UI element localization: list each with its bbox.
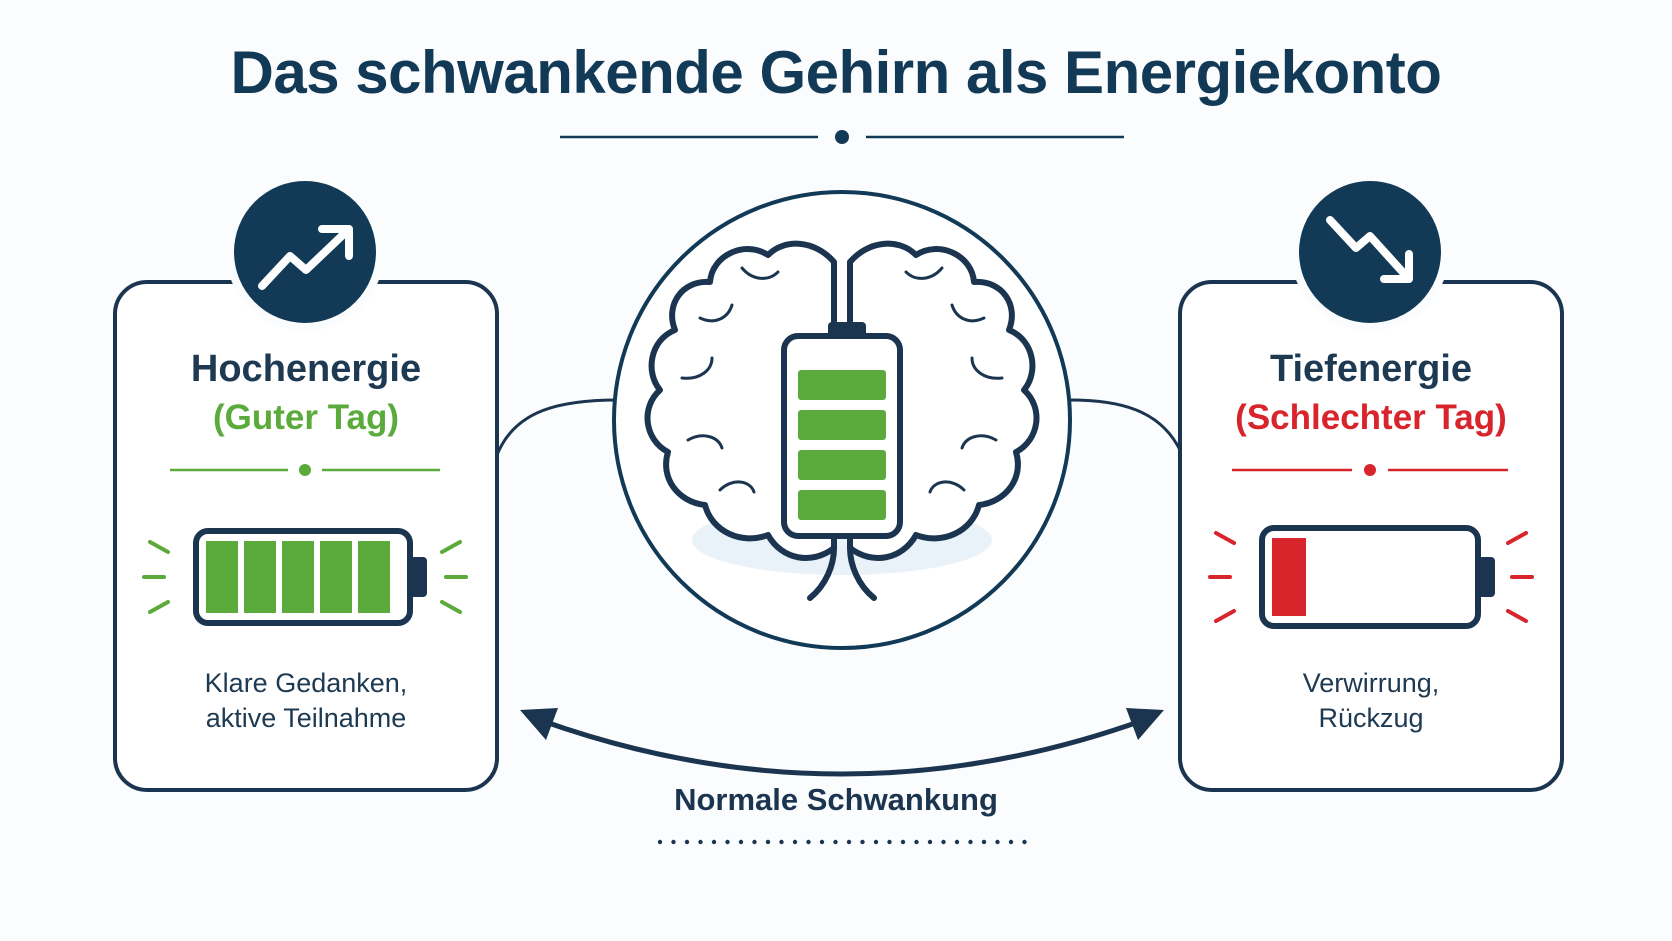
trend-up-icon [226, 173, 384, 331]
left-battery-cell [244, 541, 276, 613]
title-divider [560, 130, 1124, 144]
center-battery-cell [798, 490, 886, 520]
right-battery [1208, 525, 1534, 629]
underline-dot [657, 839, 663, 845]
right-battery-level [1272, 538, 1306, 616]
underline-dot [725, 839, 730, 845]
underline-dot [887, 839, 892, 845]
underline-dot [873, 839, 879, 845]
center-battery-cell [798, 450, 886, 480]
left-battery-cell [282, 541, 314, 613]
underline-dot [954, 839, 960, 845]
underline-dot [860, 839, 865, 845]
right-card-title: Tiefenergie [1269, 348, 1473, 390]
underline-dot [711, 839, 717, 845]
underline-dot [819, 839, 825, 845]
right-battery-rays [1208, 531, 1534, 623]
left-battery-cell [320, 541, 352, 613]
cycle-caption: Normale Schwankung [674, 782, 998, 817]
brain-icon [612, 190, 1072, 650]
right-divider [1232, 464, 1508, 476]
connector-right [1069, 398, 1182, 451]
trend-down-icon [1291, 173, 1449, 331]
left-card-title: Hochenergie [190, 348, 422, 390]
caption-dotted-underline [657, 839, 1027, 845]
underline-dot [833, 839, 838, 845]
underline-dot [684, 839, 690, 845]
underline-dot [995, 839, 1000, 845]
page-title: Das schwankende Gehirn als Energiekonto [230, 39, 1442, 106]
underline-dot [914, 839, 919, 845]
left-battery-cell [358, 541, 390, 613]
underline-dot [671, 839, 676, 845]
underline-dot [941, 839, 946, 845]
underline-dot [1008, 839, 1014, 845]
underline-dot [981, 839, 987, 845]
underline-dot [738, 839, 744, 845]
battery-full-icon [781, 322, 903, 539]
underline-dot [846, 839, 852, 845]
underline-dot [927, 839, 933, 845]
underline-dot [698, 839, 703, 845]
left-divider [170, 464, 440, 476]
double-arrow-icon [520, 708, 1164, 777]
underline-dot [765, 839, 771, 845]
center-battery-cell [798, 370, 886, 400]
connector-left [495, 398, 619, 456]
left-battery-cell [206, 541, 238, 613]
underline-dot [806, 839, 811, 845]
right-card-subtitle: (Schlechter Tag) [1235, 398, 1507, 437]
underline-dot [792, 839, 798, 845]
underline-dot [968, 839, 973, 845]
left-card-description: Klare Gedanken, aktive Teilnahme [204, 668, 408, 733]
left-battery-rays [142, 540, 468, 614]
left-card-subtitle: (Guter Tag) [212, 398, 399, 437]
underline-dot [1022, 839, 1027, 845]
left-battery [142, 528, 468, 626]
underline-dot [900, 839, 906, 845]
right-card-description: Verwirrung, Rückzug [1302, 668, 1440, 733]
center-battery-cell [798, 410, 886, 440]
underline-dot [752, 839, 757, 845]
underline-dot [779, 839, 784, 845]
